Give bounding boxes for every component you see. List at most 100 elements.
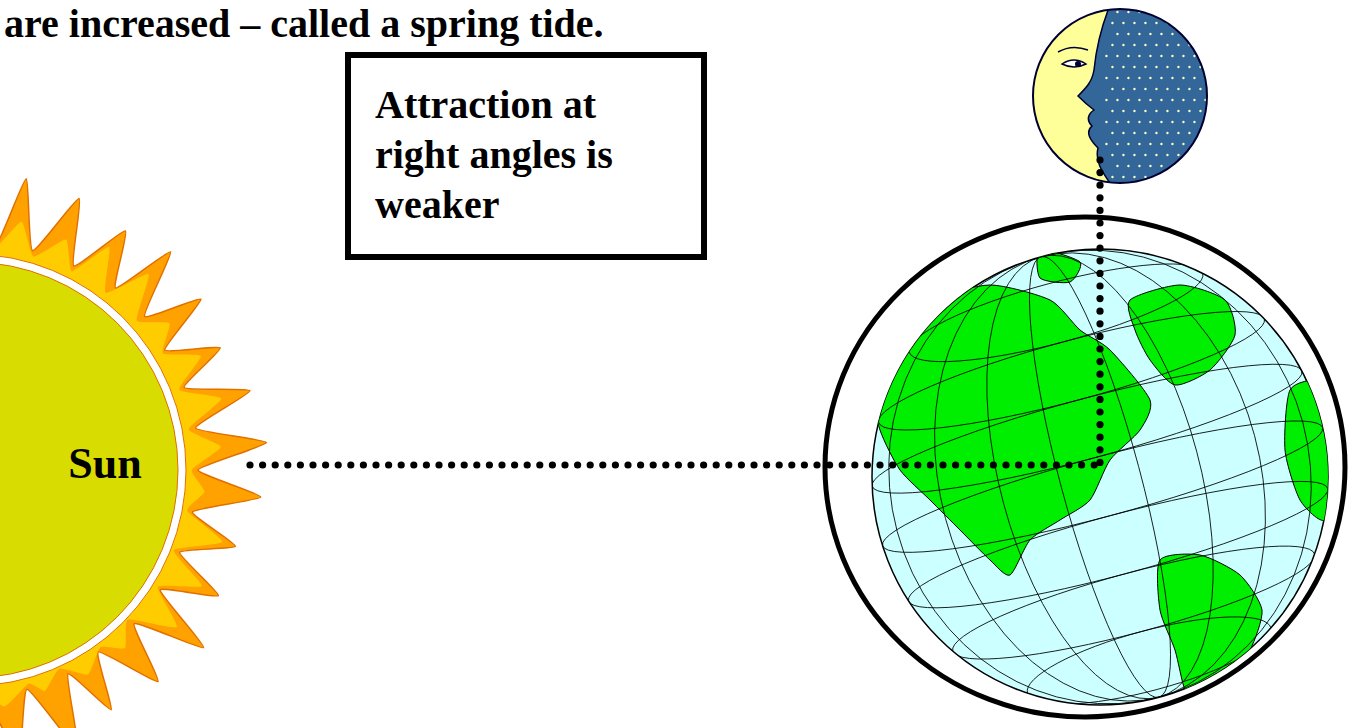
- moon-dot: [1127, 121, 1129, 123]
- attraction-dot: [1096, 383, 1103, 390]
- moon-dot: [1188, 66, 1190, 68]
- attraction-dot: [1096, 169, 1103, 176]
- attraction-dot: [813, 461, 820, 468]
- attraction-dot: [1096, 232, 1103, 239]
- attraction-dot: [423, 461, 430, 468]
- moon-dot: [1149, 11, 1151, 13]
- continent: [1037, 250, 1081, 283]
- moon-dot: [1149, 55, 1151, 57]
- moon-dot: [1199, 88, 1201, 90]
- moon-dot: [1116, 121, 1118, 123]
- moon-dot: [1127, 99, 1129, 101]
- moon-dot: [1204, 55, 1206, 57]
- moon-dot: [1127, 55, 1129, 57]
- attraction-dot: [624, 461, 631, 468]
- moon-dot: [1155, 132, 1157, 134]
- attraction-dot: [448, 461, 455, 468]
- attraction-dot: [1015, 461, 1022, 468]
- orbit-outline: [825, 217, 1345, 717]
- moon-dot: [1133, 88, 1135, 90]
- moon-profile: [1078, 5, 1220, 190]
- attraction-dot: [687, 461, 694, 468]
- moon-dot: [1138, 165, 1140, 167]
- moon-dot: [1160, 143, 1162, 145]
- moon-dot: [1127, 165, 1129, 167]
- moon-dot: [1177, 154, 1179, 156]
- moon-dot: [1188, 22, 1190, 24]
- attraction-dot: [385, 461, 392, 468]
- moon-dot: [1111, 176, 1113, 178]
- moon-dot: [1204, 143, 1206, 145]
- attraction-dot: [1096, 270, 1103, 277]
- attraction-dot: [549, 461, 556, 468]
- moon-dot: [1177, 44, 1179, 46]
- attraction-dot: [561, 461, 568, 468]
- moon-dot: [1133, 132, 1135, 134]
- moon-dot: [1177, 132, 1179, 134]
- moon-dot: [1127, 33, 1129, 35]
- moon-dot: [1144, 132, 1146, 134]
- moon-dot: [1116, 165, 1118, 167]
- node-text: Attraction at right angles is weaker: [375, 80, 677, 230]
- moon-dot: [1116, 33, 1118, 35]
- attraction-dot: [1096, 156, 1103, 163]
- moon-dot: [1166, 66, 1168, 68]
- moon-dot: [1199, 44, 1201, 46]
- moon-shadow: [1078, 5, 1220, 190]
- moon-dot: [1177, 110, 1179, 112]
- attraction-dot: [360, 461, 367, 468]
- moon-dot: [1144, 88, 1146, 90]
- attraction-dot: [713, 461, 720, 468]
- attraction-dot: [675, 461, 682, 468]
- moon-dot: [1122, 132, 1124, 134]
- attraction-dot: [297, 461, 304, 468]
- moon-outline: [1033, 9, 1207, 183]
- attraction-dot: [902, 461, 909, 468]
- moon-dot: [1160, 55, 1162, 57]
- moon-dot: [1188, 154, 1190, 156]
- attraction-dot: [788, 461, 795, 468]
- moon-dot: [1138, 55, 1140, 57]
- moon-dot: [1133, 176, 1135, 178]
- attraction-dot: [372, 461, 379, 468]
- attraction-dot: [1096, 219, 1103, 226]
- attraction-dot: [1096, 182, 1103, 189]
- attraction-dot: [536, 461, 543, 468]
- moon-dot: [1144, 176, 1146, 178]
- moon-dot: [1155, 66, 1157, 68]
- attraction-dot: [700, 461, 707, 468]
- moon-dot: [1116, 99, 1118, 101]
- moon-dot: [1122, 44, 1124, 46]
- moon-dot: [1204, 33, 1206, 35]
- attraction-dot: [259, 461, 266, 468]
- attraction-dot: [965, 461, 972, 468]
- moon-dot: [1166, 110, 1168, 112]
- moon-dot: [1199, 110, 1201, 112]
- moon-dark-side: [1078, 5, 1220, 190]
- sun-flames-outer: [0, 179, 266, 728]
- moon-dot: [1166, 176, 1168, 178]
- moon-dot: [1149, 99, 1151, 101]
- moon-dot: [1193, 11, 1195, 13]
- attraction-dot: [461, 461, 468, 468]
- attraction-dot: [1053, 461, 1060, 468]
- attraction-dot: [914, 461, 921, 468]
- moon-dot: [1193, 77, 1195, 79]
- attraction-dot: [952, 461, 959, 468]
- parallel: [875, 399, 1331, 575]
- moon-dot: [1166, 44, 1168, 46]
- moon-dot: [1171, 143, 1173, 145]
- attraction-dot: [284, 461, 291, 468]
- moon-dot: [1193, 33, 1195, 35]
- continent: [1157, 554, 1262, 705]
- attraction-dot: [801, 461, 808, 468]
- moon-dot: [1111, 88, 1113, 90]
- moon-dot: [1182, 99, 1184, 101]
- moon-dot: [1160, 99, 1162, 101]
- sun-ring: [0, 254, 186, 686]
- attraction-dot: [335, 461, 342, 468]
- attraction-dot: [990, 461, 997, 468]
- moon-dot: [1160, 121, 1162, 123]
- attraction-dot: [939, 461, 946, 468]
